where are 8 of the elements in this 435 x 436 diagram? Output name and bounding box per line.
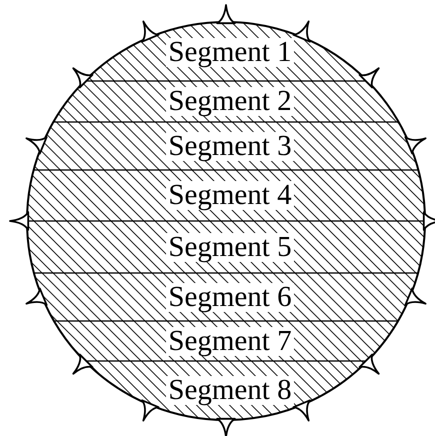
segment-label: Segment 7: [166, 326, 294, 356]
segment-label: Segment 8: [166, 376, 294, 405]
segment-label: Segment 6: [166, 282, 294, 312]
segment-label: Segment 2: [166, 87, 294, 116]
segment-label: Segment 5: [166, 232, 294, 262]
segment-label: Segment 4: [166, 181, 294, 210]
segment-label: Segment 3: [166, 132, 294, 160]
segment-label: Segment 1: [166, 38, 294, 66]
